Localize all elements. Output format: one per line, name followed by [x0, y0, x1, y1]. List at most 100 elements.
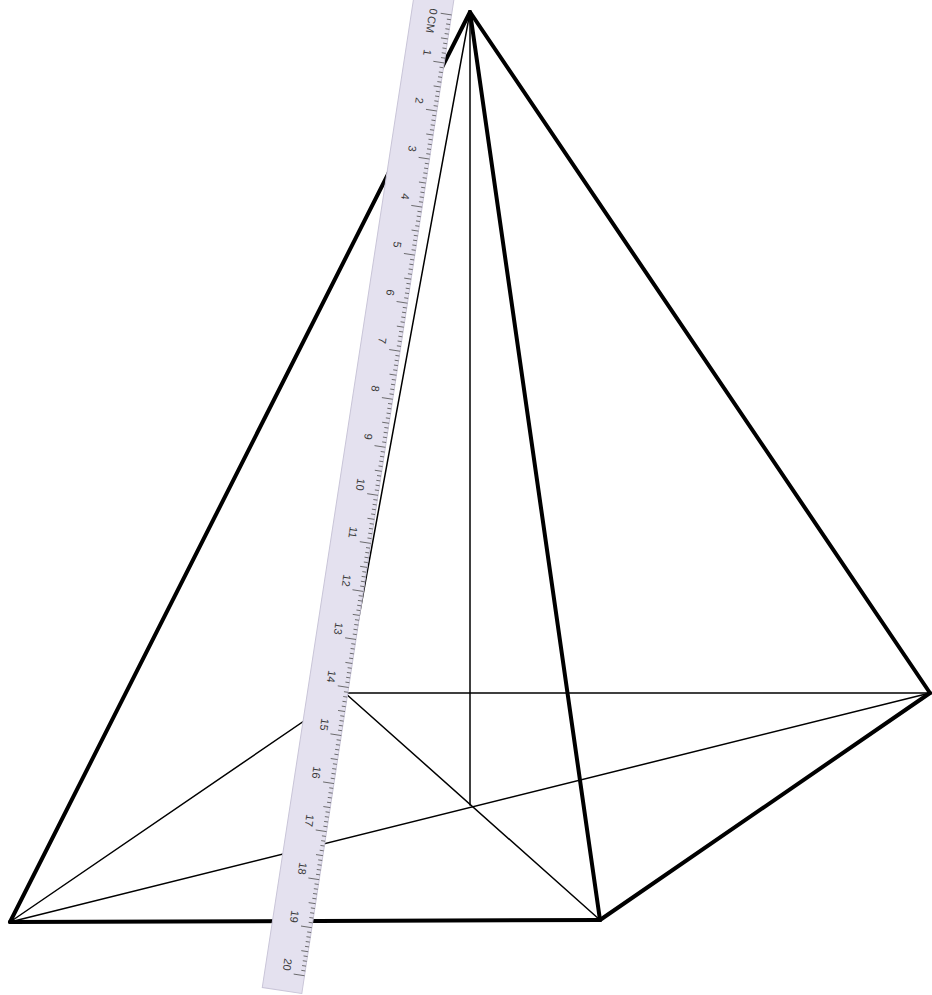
ruler-tick — [344, 691, 348, 693]
ruler-tick — [440, 67, 444, 69]
ruler-tick — [323, 826, 327, 828]
ruler-number: 17 — [303, 814, 316, 828]
ruler-tick — [424, 168, 428, 170]
ruler-tick — [442, 52, 446, 54]
pyramid — [10, 12, 930, 922]
ruler-tick — [388, 403, 392, 405]
ruler-tick — [367, 494, 378, 496]
ruler-tick — [434, 100, 438, 102]
ruler-tick — [331, 773, 335, 775]
ruler-number: 12 — [339, 574, 352, 588]
ruler-number: 11 — [347, 526, 360, 539]
ruler-tick — [362, 571, 366, 573]
ruler-tick — [379, 465, 383, 467]
ruler-tick — [331, 778, 335, 780]
ruler-tick — [334, 754, 338, 756]
ruler-tick — [330, 734, 341, 736]
ruler-tick — [345, 638, 356, 640]
ruler-tick — [324, 821, 328, 823]
ruler-tick — [443, 43, 447, 45]
ruler-tick — [354, 629, 358, 631]
ruler-tick — [304, 955, 308, 957]
hidden-edge — [345, 692, 930, 694]
ruler-tick — [338, 730, 342, 732]
ruler-tick — [420, 192, 424, 194]
ruler-tick — [355, 619, 359, 621]
ruler-tick — [431, 120, 435, 122]
ruler-tick — [360, 586, 364, 588]
ruler-tick — [356, 610, 360, 612]
ruler-tick — [360, 566, 367, 567]
ruler-tick — [446, 23, 450, 25]
ruler-number: 4 — [399, 192, 411, 200]
ruler-tick — [331, 759, 338, 760]
ruler-tick — [435, 95, 439, 97]
ruler-tick — [350, 653, 354, 655]
ruler-tick — [346, 677, 350, 679]
ruler-tick — [392, 379, 396, 381]
ruler-tick — [370, 523, 374, 525]
ruler-tick — [301, 970, 305, 972]
ruler-tick — [387, 408, 391, 410]
ruler-tick — [419, 201, 423, 203]
ruler-number: 7 — [377, 337, 389, 345]
ruler-tick — [414, 235, 418, 237]
ruler-number: 2 — [413, 96, 425, 104]
ruler-tick — [434, 105, 438, 107]
ruler-tick — [336, 744, 340, 746]
ruler-tick — [382, 422, 389, 423]
ruler-tick — [307, 931, 311, 933]
ruler-tick — [332, 768, 336, 770]
ruler-tick — [395, 360, 399, 362]
ruler-tick — [349, 658, 353, 660]
ruler-tick — [362, 576, 366, 578]
ruler-tick — [340, 720, 344, 722]
ruler-tick — [375, 470, 382, 471]
ruler-tick — [348, 667, 352, 669]
ruler-tick — [354, 624, 358, 626]
ruler-tick — [412, 249, 416, 251]
ruler-tick — [375, 446, 386, 448]
ruler-tick — [386, 417, 390, 419]
ruler-tick — [365, 552, 369, 554]
ruler-tick — [445, 33, 449, 35]
ruler-tick — [383, 437, 387, 439]
ruler-tick — [409, 264, 413, 266]
ruler-tick — [323, 807, 330, 808]
ruler-tick — [408, 273, 412, 275]
ruler-tick — [313, 893, 317, 895]
ruler-tick — [382, 441, 386, 443]
ruler-tick — [401, 321, 405, 323]
ruler-tick — [441, 13, 452, 15]
ruler-tick — [294, 974, 305, 976]
ruler-tick — [390, 374, 397, 375]
ruler-tick — [420, 196, 424, 198]
ruler-tick — [343, 696, 347, 698]
ruler-tick — [379, 461, 383, 463]
ruler-tick — [384, 427, 388, 429]
base-diagonal — [345, 693, 600, 920]
ruler-tick — [327, 802, 331, 804]
ruler-tick — [423, 172, 427, 174]
ruler-tick — [316, 830, 327, 832]
ruler-tick — [413, 240, 417, 242]
ruler-tick — [376, 485, 380, 487]
ruler-tick — [376, 480, 380, 482]
ruler-number: 19 — [288, 910, 301, 924]
ruler-number: 3 — [406, 144, 418, 152]
ruler-tick — [421, 187, 425, 189]
ruler-tick — [305, 946, 309, 948]
ruler-tick — [308, 878, 319, 880]
ruler-tick — [302, 965, 306, 967]
ruler-tick — [395, 355, 399, 357]
ruler-tick — [409, 268, 413, 270]
ruler-tick — [441, 57, 445, 59]
ruler-tick — [380, 456, 384, 458]
ruler-tick — [339, 725, 343, 727]
ruler-tick — [417, 216, 421, 218]
ruler-tick — [398, 336, 402, 338]
ruler-tick — [375, 489, 379, 491]
ruler-tick — [373, 504, 377, 506]
ruler-number: 14 — [325, 670, 338, 684]
ruler-body — [262, 0, 454, 994]
